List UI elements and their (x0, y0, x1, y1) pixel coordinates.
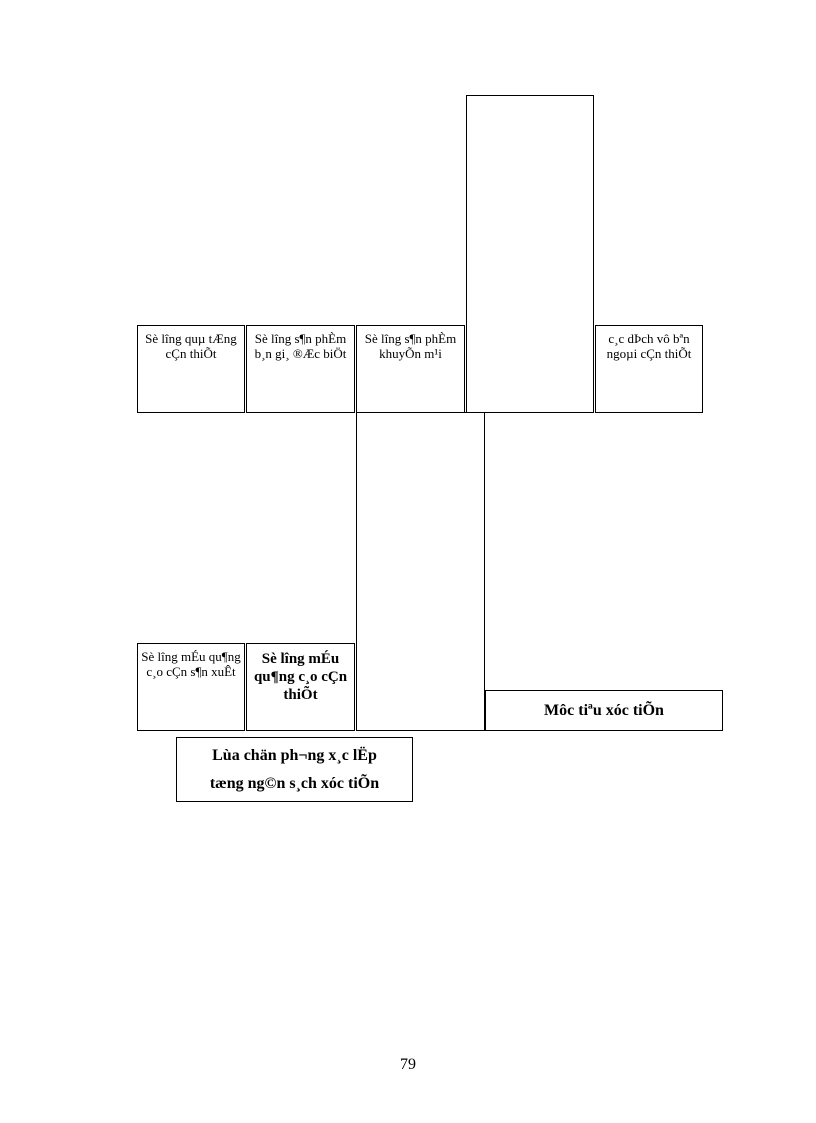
box-special-price-products: Sè l­îng s¶n phÈm b¸n gi¸ ®Æc biÖt (246, 325, 355, 413)
box-budget-strategy: Lùa chän ph­¬ng x¸c lËp tæng ng©n s¸ch x… (176, 737, 413, 802)
tall-column-middle (356, 412, 485, 731)
box-ad-samples-needed-label: Sè l­îng mÉu qu¶ng c¸o cÇn thiÕt (253, 651, 348, 703)
box-external-services-label: c¸c dÞch vô bªn ngoµi cÇn thiÕt (606, 331, 692, 361)
box-ad-samples-needed: Sè l­îng mÉu qu¶ng c¸o cÇn thiÕt (246, 643, 355, 731)
box-promo-products: Sè l­îng s¶n phÈm khuyÕn m¹i (356, 325, 465, 413)
box-external-services: c¸c dÞch vô bªn ngoµi cÇn thiÕt (595, 325, 703, 413)
box-promotion-goal-label: Môc tiªu xóc tiÕn (544, 701, 664, 719)
box-ad-samples-to-produce-label: Sè l­îng mÉu qu¶ng c¸o cÇn s¶n xuÊt (141, 649, 241, 679)
box-ad-samples-to-produce: Sè l­îng mÉu qu¶ng c¸o cÇn s¶n xuÊt (137, 643, 245, 731)
box-gifts-needed: Sè l­îng quµ tÆng cÇn thiÕt (137, 325, 245, 413)
strategy-line-2: tæng ng©n s¸ch xóc tiÕn (209, 775, 380, 792)
strategy-line-1: Lùa chän ph­¬ng x¸c lËp (212, 747, 377, 764)
box-gifts-needed-label: Sè l­îng quµ tÆng cÇn thiÕt (145, 331, 237, 361)
page-number: 79 (400, 1056, 416, 1073)
box-special-price-products-label: Sè l­îng s¶n phÈm b¸n gi¸ ®Æc biÖt (254, 331, 347, 361)
box-promo-products-label: Sè l­îng s¶n phÈm khuyÕn m¹i (364, 331, 457, 361)
box-promotion-goal: Môc tiªu xóc tiÕn (485, 690, 723, 731)
tall-column-top (466, 95, 594, 413)
